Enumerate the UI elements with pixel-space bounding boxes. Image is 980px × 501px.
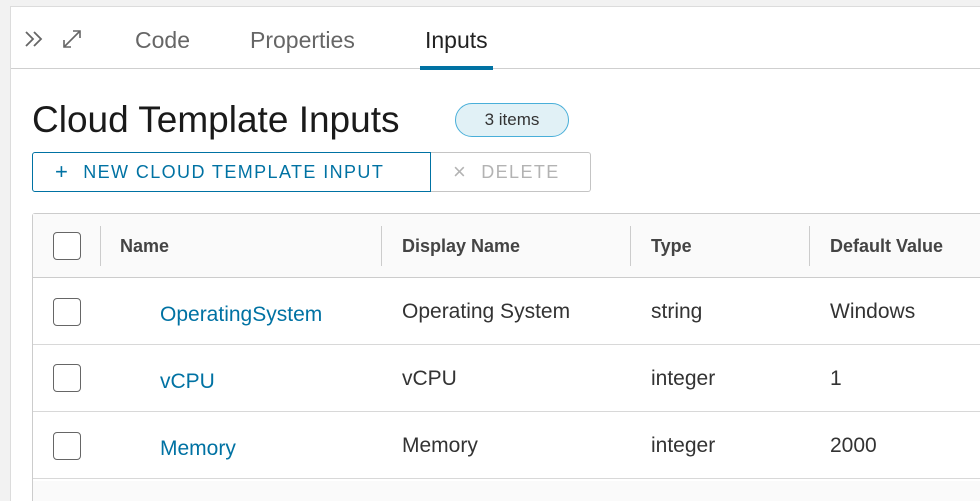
- delete-button-label: DELETE: [481, 161, 560, 182]
- tab-bar: Code Properties Inputs: [11, 7, 980, 70]
- column-separator[interactable]: [381, 226, 382, 266]
- column-header-default-value[interactable]: Default Value: [830, 236, 944, 256]
- new-cloud-template-input-button[interactable]: + NEW CLOUD TEMPLATE INPUT: [32, 152, 431, 192]
- inputs-datagrid: Name Display Name Type Default Value Ope…: [32, 213, 980, 501]
- row-checkbox[interactable]: [53, 364, 81, 392]
- input-name-link[interactable]: OperatingSystem: [160, 303, 323, 326]
- input-name-link[interactable]: Memory: [160, 437, 236, 460]
- column-header-display-name[interactable]: Display Name: [402, 236, 521, 256]
- tab-properties[interactable]: Properties: [250, 27, 355, 53]
- close-icon: ×: [453, 159, 468, 184]
- page-title: Cloud Template Inputs: [32, 99, 400, 140]
- inputs-panel: Code Properties Inputs Cloud Template In…: [10, 6, 980, 501]
- default-value-cell: Windows: [830, 300, 916, 323]
- default-value-cell: 1: [830, 367, 842, 390]
- type-cell: string: [651, 300, 703, 323]
- double-chevron-right-icon[interactable]: [23, 27, 45, 51]
- table-row: OperatingSystem Operating System string …: [33, 278, 980, 345]
- display-name-cell: vCPU: [402, 367, 457, 390]
- grid-footer: [33, 481, 980, 501]
- table-row: Memory Memory integer 2000: [33, 412, 980, 479]
- row-checkbox[interactable]: [53, 432, 81, 460]
- expand-icon[interactable]: [60, 27, 82, 51]
- column-separator[interactable]: [630, 226, 631, 266]
- table-row: vCPU vCPU integer 1: [33, 345, 980, 412]
- item-count-badge: 3 items: [455, 103, 569, 137]
- new-button-label: NEW CLOUD TEMPLATE INPUT: [83, 161, 385, 182]
- row-checkbox[interactable]: [53, 298, 81, 326]
- type-cell: integer: [651, 367, 716, 390]
- display-name-cell: Operating System: [402, 300, 571, 323]
- column-separator[interactable]: [809, 226, 810, 266]
- column-header-type[interactable]: Type: [651, 236, 692, 256]
- delete-button[interactable]: × DELETE: [431, 152, 591, 192]
- tab-inputs[interactable]: Inputs: [420, 7, 493, 70]
- default-value-cell: 2000: [830, 434, 877, 457]
- grid-header-row: Name Display Name Type Default Value: [33, 214, 980, 278]
- input-name-link[interactable]: vCPU: [160, 370, 215, 393]
- column-header-name[interactable]: Name: [120, 236, 170, 256]
- display-name-cell: Memory: [402, 434, 478, 457]
- type-cell: integer: [651, 434, 716, 457]
- column-separator: [100, 226, 101, 266]
- tab-code[interactable]: Code: [135, 27, 190, 53]
- select-all-checkbox[interactable]: [53, 232, 81, 260]
- plus-icon: +: [55, 159, 70, 184]
